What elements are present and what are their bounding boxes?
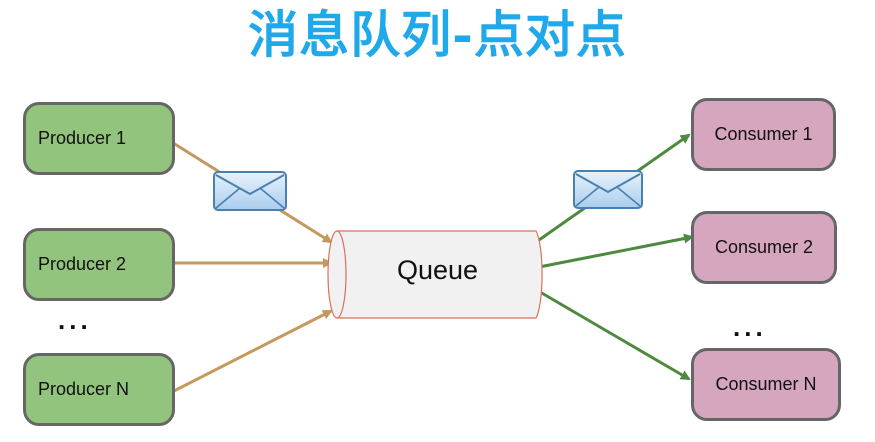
producer-label: Producer 1 bbox=[38, 128, 127, 148]
consumer-ellipsis: ... bbox=[733, 312, 767, 342]
producer-node-1[interactable]: Producer 1 bbox=[23, 102, 175, 175]
producer-label: Producer N bbox=[38, 379, 130, 399]
arrow-queue-to-consumer-n bbox=[539, 290, 691, 381]
producer-node-2[interactable]: Producer 2 bbox=[23, 228, 175, 301]
queue-label: Queue bbox=[396, 255, 479, 285]
consumer-label: Consumer 1 bbox=[714, 124, 813, 144]
diagram-title: 消息队列-点对点 bbox=[248, 5, 627, 64]
consumer-node-1[interactable]: Consumer 1 bbox=[691, 98, 836, 171]
producer-label: Producer 2 bbox=[38, 254, 127, 274]
queue-cylinder bbox=[327, 230, 543, 319]
consumer-node-n[interactable]: Consumer N bbox=[691, 348, 841, 421]
envelope-icon bbox=[573, 170, 643, 209]
producer-node-n[interactable]: Producer N bbox=[23, 353, 175, 426]
consumer-label: Consumer N bbox=[715, 374, 817, 394]
consumer-label: Consumer 2 bbox=[714, 237, 814, 257]
consumer-node-2[interactable]: Consumer 2 bbox=[691, 211, 837, 284]
producer-ellipsis: ... bbox=[58, 305, 92, 335]
arrow-producer-n-to-queue bbox=[169, 309, 333, 395]
arrow-queue-to-consumer-2 bbox=[533, 233, 694, 270]
envelope-icon bbox=[213, 171, 287, 211]
